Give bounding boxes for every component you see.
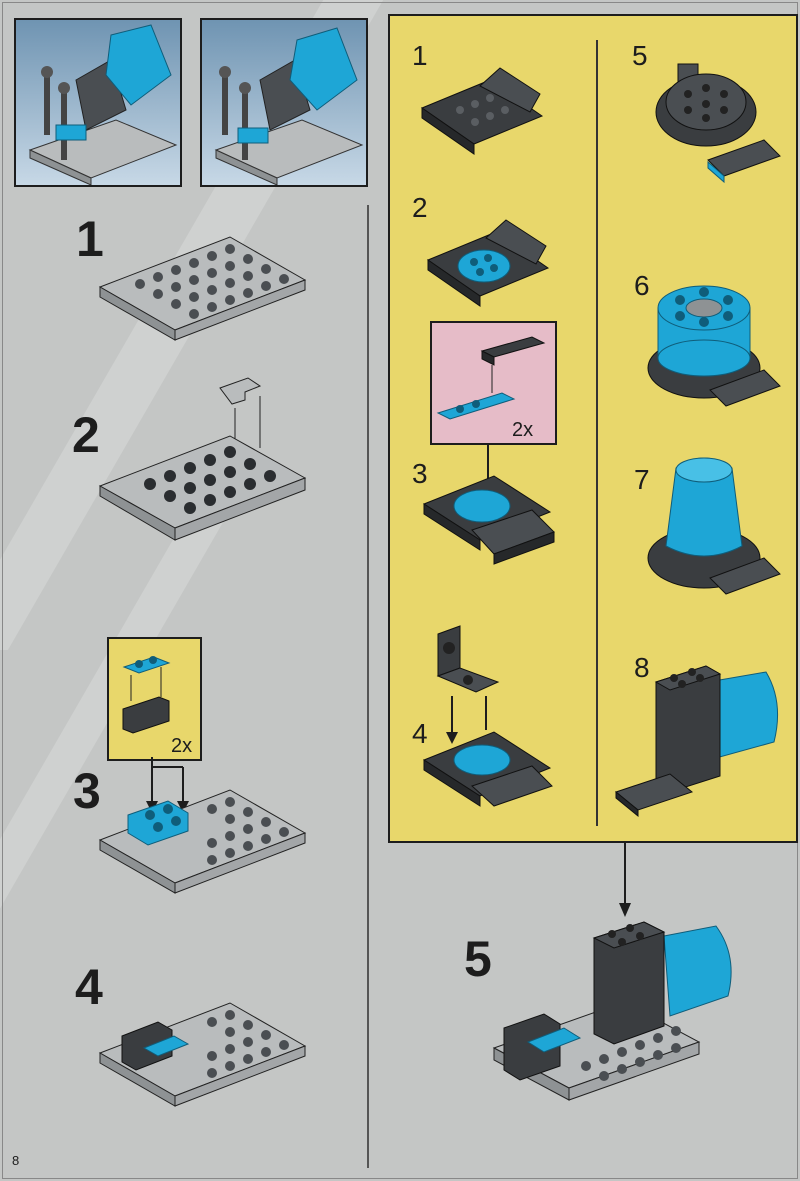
subassembly-divider (596, 40, 598, 826)
substep-4-part-illustration (436, 625, 500, 693)
callout-arrow (446, 696, 487, 744)
substep-8-illustration (614, 665, 779, 818)
preview-image-left (14, 18, 182, 187)
preview-model-illustration (214, 27, 364, 185)
page-number: 8 (12, 1153, 20, 1168)
substep-number-4: 4 (412, 718, 428, 749)
substep-number-7: 7 (634, 464, 650, 495)
substep-number-5: 5 (632, 40, 648, 71)
substep-number-6: 6 (634, 270, 650, 301)
step-number-2: 2 (72, 407, 100, 463)
substep-3-callout: 2x (430, 321, 557, 445)
substep-number-8: 8 (634, 652, 650, 683)
substep-7-illustration (647, 457, 781, 595)
main-step-number-5: 5 (464, 931, 492, 987)
callout-multiplier: 2x (512, 419, 534, 441)
callout-parts-illustration (436, 336, 546, 420)
step-1-plate-illustration (98, 236, 307, 341)
substep-2-illustration (426, 219, 550, 307)
substep-number-1: 1 (412, 40, 428, 71)
column-divider (367, 205, 369, 1168)
step-4-plate-illustration (98, 1002, 307, 1107)
step-3-plate-illustration (98, 789, 307, 894)
subassembly-panel: 1 2 2x (388, 14, 798, 843)
substep-1-illustration (420, 67, 544, 155)
preview-image-right (200, 18, 368, 187)
callout-multiplier: 2x (171, 735, 193, 757)
callout-parts-illustration (122, 656, 171, 734)
substep-3-illustration (422, 475, 555, 565)
step-2-plate-illustration (98, 377, 307, 541)
substep-number-2: 2 (412, 192, 428, 223)
substep-5-illustration (655, 63, 781, 184)
substep-4-illustration (422, 731, 553, 807)
panel-to-step-arrow (619, 843, 631, 917)
step-number-4: 4 (75, 959, 103, 1015)
step-3-callout: 2x (107, 637, 202, 761)
step-number-1: 1 (76, 211, 104, 267)
preview-model-illustration (28, 24, 178, 185)
step-number-3: 3 (73, 763, 101, 819)
substep-6-illustration (647, 285, 781, 407)
main-step-5-illustration (492, 921, 732, 1101)
substep-number-3: 3 (412, 458, 428, 489)
